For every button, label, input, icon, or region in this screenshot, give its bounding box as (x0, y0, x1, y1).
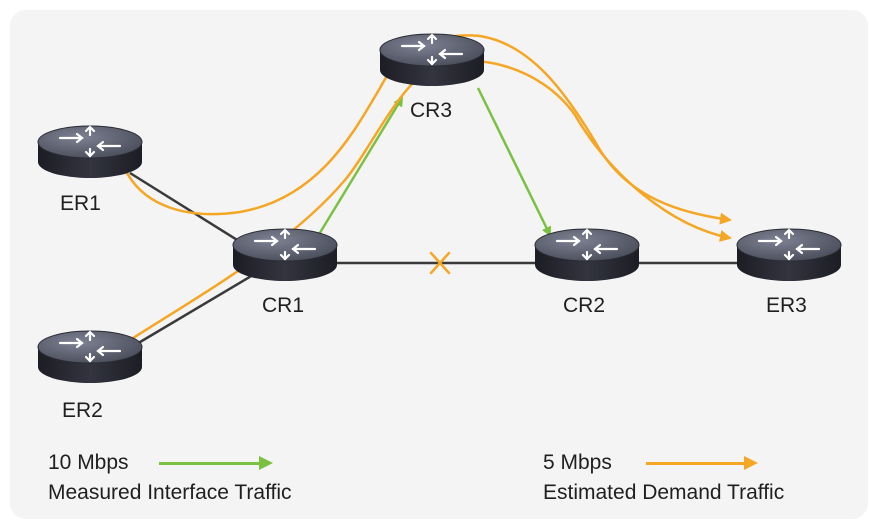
router-cr2[interactable]: CR2 (533, 227, 641, 317)
router-er3[interactable]: ER3 (735, 227, 843, 317)
legend-demand-value: 5 Mbps (543, 451, 612, 474)
node-label-er1: ER1 (60, 192, 101, 215)
node-label-cr2: CR2 (563, 294, 605, 317)
node-label-cr1: CR1 (262, 294, 304, 317)
legend-measured-label: Measured Interface Traffic (48, 481, 292, 504)
router-icon (231, 227, 339, 283)
router-icon (735, 227, 843, 283)
router-icon (533, 227, 641, 283)
router-er2[interactable]: ER2 (36, 329, 144, 422)
router-er1[interactable]: ER1 (36, 124, 144, 215)
link-er2-cr1 (129, 270, 259, 350)
node-label-er2: ER2 (62, 399, 103, 422)
router-cr1[interactable]: CR1 (231, 227, 339, 317)
node-label-cr3: CR3 (410, 99, 452, 122)
router-icon (36, 124, 144, 180)
legend-demand-arrow-icon (645, 455, 758, 470)
measured-traffic-arrows (316, 87, 552, 237)
router-icon (378, 32, 486, 88)
router-icon (36, 329, 144, 385)
legend-measured: 10 Mbps Measured Interface Traffic (48, 448, 292, 508)
legend-demand: 5 Mbps Estimated Demand Traffic (543, 448, 784, 508)
legend-measured-arrow-icon (158, 455, 273, 470)
measured-arrow-cr3-cr2 (476, 87, 552, 237)
measured-arrow-cr1-cr3 (316, 96, 404, 237)
x-mark-icon (429, 251, 451, 275)
router-cr3[interactable]: CR3 (378, 32, 486, 122)
legend-measured-value: 10 Mbps (48, 451, 129, 474)
legend-demand-label: Estimated Demand Traffic (543, 481, 785, 504)
node-label-er3: ER3 (766, 294, 807, 317)
